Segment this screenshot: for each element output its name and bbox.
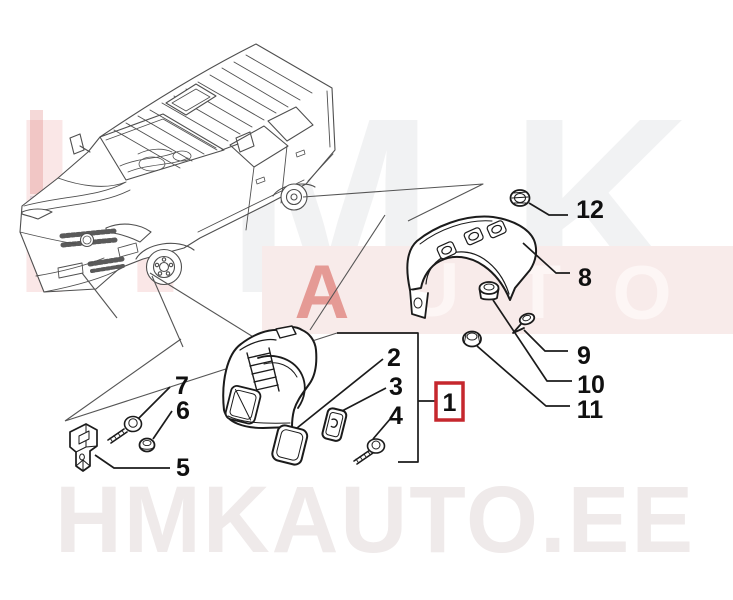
leader-5 [94, 454, 170, 469]
van-windshield [99, 113, 225, 181]
van-bumper [19, 231, 123, 293]
front-liner-opening [224, 385, 262, 425]
van-mirror-right [221, 131, 255, 153]
callout-leaders [94, 202, 572, 469]
callout-label-6: 6 [176, 397, 190, 425]
part-11-nut [462, 330, 482, 348]
part-2-pad [271, 424, 309, 466]
van-headlight-left [21, 208, 53, 220]
rear-liner-outline [406, 215, 538, 301]
leader-6 [152, 410, 173, 440]
callout-label-4: 4 [389, 402, 403, 430]
callout-label-12: 12 [576, 196, 604, 224]
front-liner-tab [275, 325, 297, 339]
van-door-window [229, 125, 289, 168]
callout-label-10: 10 [577, 371, 605, 399]
part-3-clip-pad [321, 407, 348, 442]
leader-12 [528, 202, 568, 216]
part-6-cap-nut [138, 437, 156, 453]
van-front-wheel-arch [135, 242, 195, 260]
callout-1-box [434, 381, 465, 422]
callout-label-9: 9 [577, 342, 591, 370]
callout-label-1: 1 [443, 389, 457, 417]
van-brand-badge [79, 232, 95, 248]
rear-liner-foot [409, 289, 429, 319]
leader-9 [523, 329, 568, 352]
part-5-bracket [69, 423, 98, 472]
front-liner-arch [257, 355, 306, 409]
van-roof-vent [165, 83, 217, 116]
part-12-grommet [509, 189, 531, 207]
watermark-red-stripe [30, 110, 43, 194]
leader-3 [341, 387, 387, 412]
callout-label-3: 3 [389, 373, 403, 401]
part-10-cap [478, 281, 500, 301]
leader-front-wheel-b [151, 275, 184, 348]
leader-4 [372, 417, 392, 440]
callout-label-8: 8 [578, 264, 592, 292]
leader-bumper [81, 272, 118, 319]
bracket-1 [337, 332, 436, 463]
leader-2 [296, 358, 384, 429]
van-illustration [19, 43, 336, 293]
leader-10 [492, 299, 572, 382]
callout-label-11: 11 [577, 396, 604, 424]
van-side-window [267, 106, 314, 142]
leader-8 [522, 242, 570, 274]
watermark-site-text: HMKAUTO.EE [55, 467, 695, 573]
leader-7 [137, 386, 171, 420]
callout-label-5: 5 [176, 454, 190, 482]
van-front-wheel [145, 248, 183, 286]
part-4-bolt [353, 438, 386, 465]
callout-label-2: 2 [387, 344, 401, 372]
rear-liner-clip-slots [436, 220, 507, 260]
leader-cross-line [309, 214, 386, 331]
part-front-wheel-arch-liner [222, 325, 318, 429]
van-mirror-left [69, 133, 91, 155]
van-license-plate [57, 262, 84, 279]
part-7-bolt [107, 415, 143, 444]
leader-rear-wheel-to-liner [302, 183, 484, 222]
van-roof-ribs [113, 54, 313, 169]
watermark-band-letter-o: O [612, 251, 671, 336]
rear-liner-arch [425, 251, 510, 295]
leader-front-wheel-a [149, 272, 256, 339]
watermark-band-letter-a: A [295, 250, 350, 335]
callout-label-7: 7 [175, 372, 189, 400]
leader-11 [476, 345, 570, 407]
part-9-push-pin [512, 312, 536, 334]
callout-labels: 1 2 3 4 5 6 7 8 9 10 11 12 [175, 196, 605, 482]
part-rear-wheel-arch-liner [406, 215, 538, 319]
